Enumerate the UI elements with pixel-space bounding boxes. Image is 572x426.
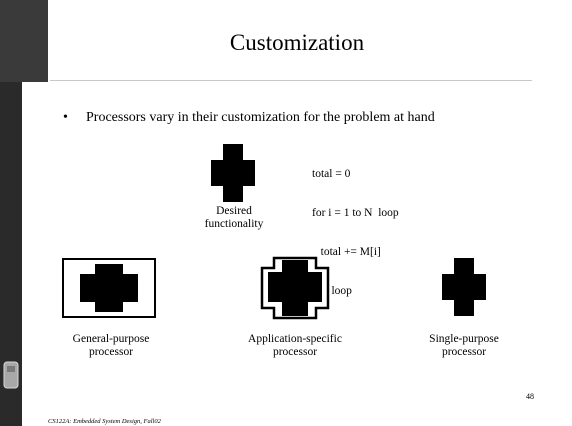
slide-sidebar (0, 0, 22, 426)
title-divider (50, 80, 532, 81)
general-purpose-processor-shape (62, 258, 156, 318)
desired-functionality-label: Desired functionality (186, 205, 282, 231)
footer-text: CS122A: Embedded System Design, Fall02 (48, 418, 161, 425)
desired-label-line1: Desired (216, 205, 252, 217)
processor-label-line1: Single-purpose (429, 333, 499, 345)
bullet-marker: • (63, 110, 68, 125)
single-purpose-processor-shape (442, 258, 486, 316)
processor-label-line2: processor (272, 346, 318, 358)
processor-label-line1: Application-specific (248, 333, 342, 345)
desired-functionality-shape (211, 144, 255, 202)
code-line: for i = 1 to N loop (312, 207, 399, 219)
application-specific-processor-shape (260, 256, 330, 320)
code-line: total = 0 (312, 168, 351, 180)
chip-logo-icon (3, 361, 19, 389)
code-line: total += M[i] (312, 246, 381, 258)
page-number: 48 (526, 392, 534, 401)
sidebar-header-block (0, 0, 48, 82)
application-specific-label: Application-specific processor (230, 333, 360, 359)
title-area: Customization (22, 0, 572, 82)
processor-label-line2: processor (88, 346, 134, 358)
desired-label-line2: functionality (204, 218, 264, 230)
processor-label-line2: processor (441, 346, 487, 358)
general-purpose-label: General-purpose processor (56, 333, 166, 359)
slide-title: Customization (229, 30, 365, 55)
bullet-text: Processors vary in their customization f… (86, 110, 435, 125)
single-purpose-label: Single-purpose processor (412, 333, 516, 359)
processor-label-line1: General-purpose (72, 333, 150, 345)
